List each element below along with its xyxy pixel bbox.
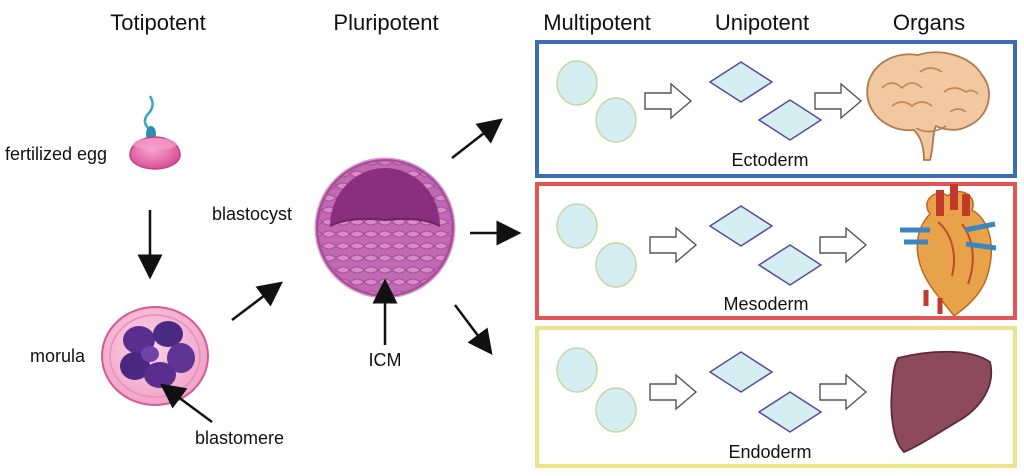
- morula-illustration: [101, 306, 209, 406]
- unipotent-cell: [708, 205, 774, 247]
- label-blastomere: blastomere: [195, 428, 284, 448]
- multipotent-cell: [556, 203, 598, 249]
- header-unipotent: Unipotent: [715, 10, 809, 35]
- header-multipotent: Multipotent: [543, 10, 651, 35]
- lineage-box-mesoderm: Mesoderm: [535, 182, 1017, 320]
- header-pluripotent: Pluripotent: [333, 10, 438, 35]
- arrow-to-ectoderm: [451, 118, 503, 159]
- fertilized-egg-illustration: [129, 95, 181, 170]
- multipotent-cell: [595, 387, 637, 433]
- lineage-box-ectoderm: Ectoderm: [535, 40, 1017, 178]
- blastocyst-illustration: [314, 157, 456, 299]
- pointer-blastomere: [159, 383, 213, 424]
- lineage-label-ectoderm: Ectoderm: [731, 150, 808, 170]
- unipotent-cell: [708, 351, 774, 393]
- unipotent-cell: [757, 99, 823, 141]
- heart-icon: [900, 184, 997, 318]
- brain-icon: [866, 51, 990, 161]
- multipotent-cell: [556, 60, 598, 106]
- unipotent-cell: [757, 391, 823, 433]
- lineage-box-endoderm: Endoderm: [535, 326, 1017, 468]
- multipotent-cell: [556, 347, 598, 393]
- lineage-label-endoderm: Endoderm: [728, 442, 811, 462]
- arrow-to-endoderm: [454, 304, 493, 355]
- label-icm: ICM: [369, 350, 402, 370]
- multipotent-cell: [595, 242, 637, 288]
- header-organs: Organs: [893, 10, 965, 35]
- header-totipotent: Totipotent: [110, 10, 205, 35]
- label-blastocyst: blastocyst: [212, 204, 292, 224]
- liver-icon: [890, 350, 993, 454]
- arrow-morula-to-blastocyst: [231, 281, 283, 321]
- unipotent-cell: [708, 61, 774, 103]
- unipotent-cell: [757, 244, 823, 286]
- lineage-label-mesoderm: Mesoderm: [723, 294, 808, 314]
- label-fertilized-egg: fertilized egg: [5, 144, 107, 164]
- multipotent-cell: [595, 97, 637, 143]
- label-morula: morula: [30, 346, 86, 366]
